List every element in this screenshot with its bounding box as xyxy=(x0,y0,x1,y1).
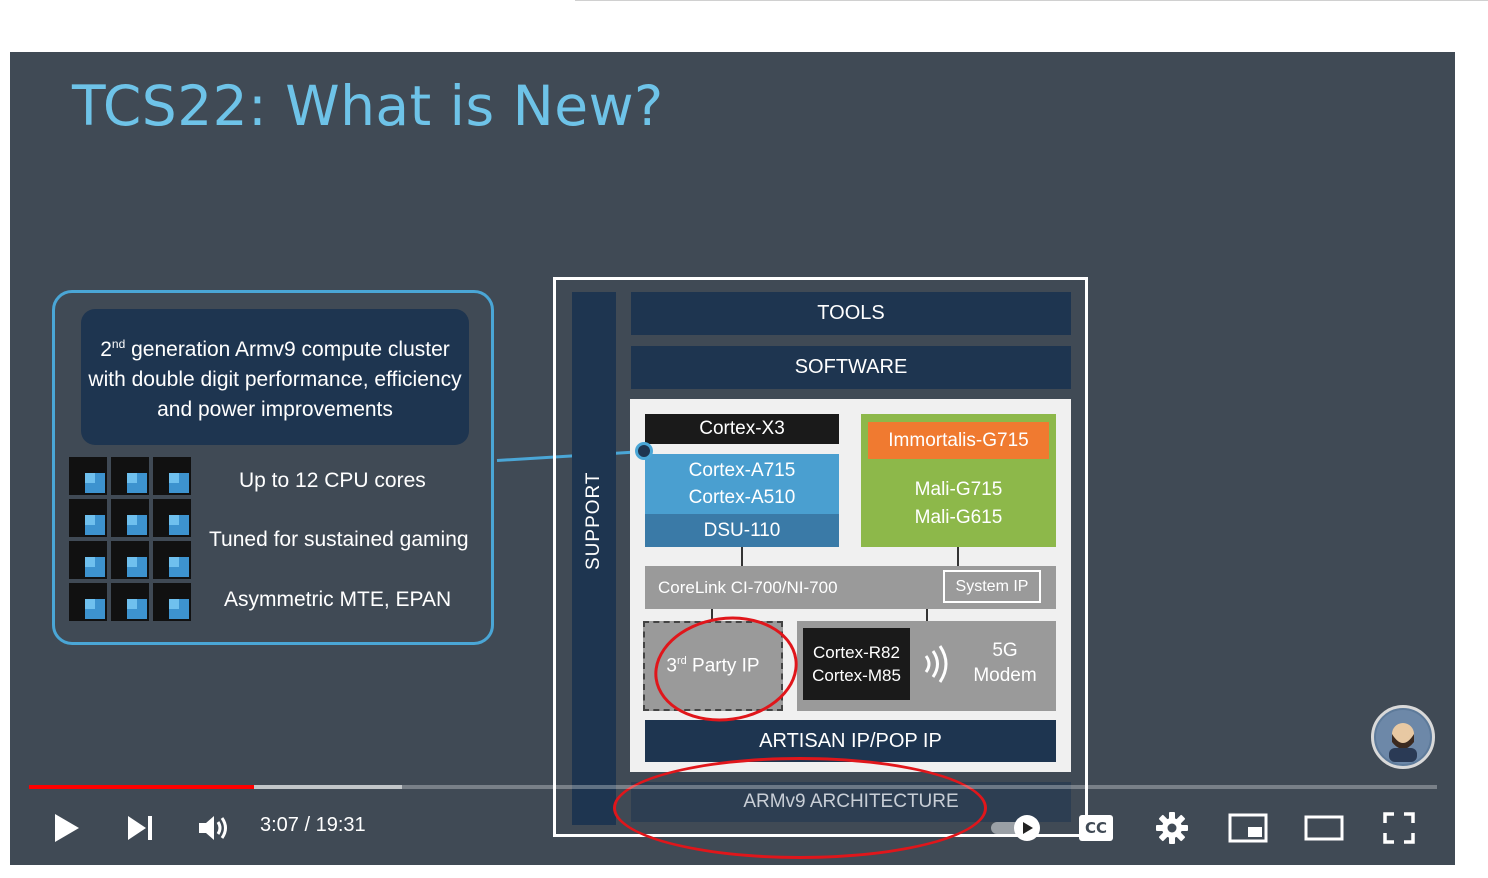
time-separator: / xyxy=(298,814,316,836)
immortalis-g715-block: Immortalis-G715 xyxy=(868,422,1049,459)
settings-button[interactable] xyxy=(1152,808,1192,848)
play-icon xyxy=(55,814,79,842)
cluster-description: 2nd generation Armv9 compute cluster wit… xyxy=(81,309,469,445)
cpu-core-icon xyxy=(153,457,191,495)
fullscreen-button[interactable] xyxy=(1379,808,1419,848)
next-icon xyxy=(128,816,152,840)
cpu-core-icon xyxy=(153,583,191,621)
cpu-core-icon xyxy=(69,541,107,579)
modem-link-line xyxy=(926,609,928,621)
feature-mte-epan: Asymmetric MTE, EPAN xyxy=(224,588,452,611)
wireless-signal-icon xyxy=(920,644,956,684)
corelink-label: CoreLink CI-700/NI-700 xyxy=(658,577,838,597)
subtitles-button[interactable]: CC xyxy=(1076,808,1116,848)
system-ip-block: System IP xyxy=(943,570,1041,603)
current-time: 3:07 xyxy=(260,814,299,836)
third-party-ip-block: 3rd Party IP xyxy=(643,621,783,711)
page-top-divider xyxy=(575,0,1488,1)
video-player[interactable]: TCS22: What is New? 2nd generation Armv9… xyxy=(10,52,1455,865)
ordinal-suffix: nd xyxy=(111,337,126,351)
mali-labels: Mali-G715 Mali-G615 xyxy=(861,474,1056,534)
volume-icon xyxy=(199,816,227,840)
modem-labels: 5G Modem xyxy=(960,636,1050,690)
support-bar xyxy=(572,292,616,825)
next-button[interactable] xyxy=(120,808,160,848)
cortex-a510-label: Cortex-A510 xyxy=(688,487,796,508)
software-bar: SOFTWARE xyxy=(631,346,1071,389)
feature-cpu-cores: Up to 12 CPU cores xyxy=(239,469,426,492)
cpu-link-line xyxy=(741,547,743,566)
gpu-link-line xyxy=(957,547,959,566)
cpu-core-icon xyxy=(69,499,107,537)
mali-g615-label: Mali-G615 xyxy=(914,507,1003,528)
miniplayer-icon xyxy=(1228,813,1268,843)
artisan-bar: ARTISAN IP/POP IP xyxy=(645,720,1056,762)
channel-avatar[interactable] xyxy=(1371,705,1435,769)
cpu-core-icon xyxy=(153,541,191,579)
cpu-core-icon xyxy=(111,457,149,495)
third-party-text: Party IP xyxy=(686,655,760,677)
cpu-core-icon xyxy=(69,457,107,495)
cpu-core-icon xyxy=(111,583,149,621)
theater-mode-icon xyxy=(1304,815,1344,841)
settings-gear-icon xyxy=(1156,812,1188,844)
mali-g715-label: Mali-G715 xyxy=(914,479,1003,500)
cortex-r82-label: Cortex-R82 xyxy=(813,643,900,662)
duration: 19:31 xyxy=(315,814,366,836)
cortex-a715-label: Cortex-A715 xyxy=(688,460,796,481)
third-party-link-line xyxy=(711,609,713,621)
cortex-rm-block: Cortex-R82 Cortex-M85 xyxy=(803,628,910,700)
cc-label: CC xyxy=(1084,819,1108,837)
theater-mode-button[interactable] xyxy=(1302,808,1346,848)
description-text: generation Armv9 compute cluster with do… xyxy=(88,338,462,421)
dsu-block: DSU-110 xyxy=(645,514,839,547)
support-label: SUPPORT xyxy=(583,471,605,570)
cpu-core-icon xyxy=(153,499,191,537)
cortex-x3-block: Cortex-X3 xyxy=(645,414,839,444)
cortex-m85-label: Cortex-M85 xyxy=(812,666,901,685)
feature-sustained-gaming: Tuned for sustained gaming xyxy=(209,528,469,551)
progress-track[interactable] xyxy=(29,785,1437,789)
modem-label: Modem xyxy=(973,665,1037,686)
armv9-architecture-bar: ARMv9 ARCHITECTURE xyxy=(631,782,1071,822)
autoplay-toggle[interactable] xyxy=(988,808,1046,848)
cpu-core-icon xyxy=(111,541,149,579)
play-button[interactable] xyxy=(46,808,86,848)
modem-5g-label: 5G xyxy=(992,640,1018,661)
cpu-core-icon xyxy=(69,583,107,621)
slide-title: TCS22: What is New? xyxy=(72,74,664,138)
time-display: 3:07 / 19:31 xyxy=(260,814,366,837)
third-party-suffix: rd xyxy=(676,654,687,667)
armv9-cluster-panel: 2nd generation Armv9 compute cluster wit… xyxy=(52,290,494,645)
ordinal-number: 2 xyxy=(100,338,112,361)
cpu-core-grid xyxy=(69,457,195,625)
fullscreen-icon xyxy=(1383,812,1415,844)
tools-bar: TOOLS xyxy=(631,292,1071,335)
cpu-core-icon xyxy=(111,499,149,537)
volume-button[interactable] xyxy=(194,808,234,848)
cortex-a-block: Cortex-A715 Cortex-A510 xyxy=(645,454,839,514)
miniplayer-button[interactable] xyxy=(1226,808,1270,848)
cc-icon: CC xyxy=(1079,815,1113,841)
connector-dot xyxy=(635,442,653,460)
progress-played xyxy=(29,785,254,789)
architecture-frame xyxy=(553,277,1088,837)
third-party-number: 3 xyxy=(666,655,677,677)
